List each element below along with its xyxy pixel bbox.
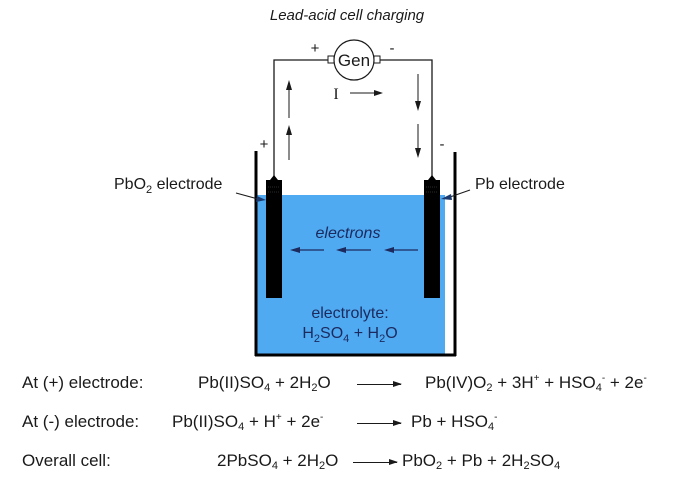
current-down-arrow-head bbox=[415, 148, 421, 158]
pbo2-electrode bbox=[266, 180, 282, 298]
electron-arrows bbox=[290, 247, 418, 253]
pb-leader-line bbox=[449, 189, 471, 198]
gen-terminal-positive bbox=[327, 55, 335, 64]
reaction-arrow-negative bbox=[357, 420, 402, 426]
gen-terminal-negative bbox=[373, 55, 381, 64]
right-electrode-polarity: - bbox=[440, 136, 445, 153]
current-up-arrow-head bbox=[286, 125, 292, 135]
pbo2-leader-arrow bbox=[256, 196, 266, 202]
pb-electrode bbox=[424, 180, 440, 298]
left-electrode-polarity: + bbox=[260, 136, 269, 153]
pb-leader-arrow bbox=[441, 194, 452, 200]
reaction-reactants-positive: Pb(II)SO4 + 2H2O bbox=[198, 373, 331, 394]
reaction-label-positive: At (+) electrode: bbox=[22, 373, 144, 392]
reaction-products-negative: Pb + HSO4- bbox=[411, 412, 498, 433]
current-label: I bbox=[333, 86, 338, 103]
reaction-arrow-overall bbox=[353, 459, 398, 465]
gen-plus-sign: + bbox=[311, 40, 320, 57]
reaction-reactants-negative: Pb(II)SO4 + H+ + 2e- bbox=[172, 412, 324, 433]
electron-arrow-head bbox=[384, 247, 394, 253]
diagram-title: Lead-acid cell charging bbox=[270, 7, 425, 24]
electrons-label: electrons bbox=[316, 225, 381, 242]
electrolyte-label: electrolyte: bbox=[311, 305, 388, 322]
gen-minus-sign: - bbox=[390, 40, 395, 57]
current-arrow-head bbox=[374, 90, 383, 96]
reaction-products-overall: PbO2 + Pb + 2H2SO4 bbox=[402, 451, 561, 472]
generator-label: Gen bbox=[338, 51, 370, 70]
reaction-products-positive: Pb(IV)O2 + 3H+ + HSO4- + 2e- bbox=[425, 373, 647, 394]
wire-tip bbox=[270, 175, 278, 180]
electron-arrow-head bbox=[290, 247, 300, 253]
wire-tip bbox=[428, 175, 436, 180]
wire-positive bbox=[273, 59, 330, 180]
reaction-label-overall: Overall cell: bbox=[22, 451, 111, 470]
reaction-arrow-positive bbox=[357, 381, 402, 387]
wire-negative bbox=[378, 59, 433, 180]
pbo2-leader-line bbox=[235, 192, 259, 200]
reaction-label-negative: At (-) electrode: bbox=[22, 412, 140, 431]
generator bbox=[333, 39, 375, 81]
pbo2-electrode-label: PbO2 electrode bbox=[114, 176, 223, 196]
electrolyte-formula: H2SO4 + H2O bbox=[302, 325, 397, 345]
pb-electrode-label: Pb electrode bbox=[475, 176, 565, 193]
electrolyte bbox=[257, 195, 445, 355]
current-down-arrow-head bbox=[415, 101, 421, 111]
electron-arrow-head bbox=[336, 247, 346, 253]
current-up-arrow-head bbox=[286, 80, 292, 90]
reaction-reactants-overall: 2PbSO4 + 2H2O bbox=[217, 451, 339, 472]
